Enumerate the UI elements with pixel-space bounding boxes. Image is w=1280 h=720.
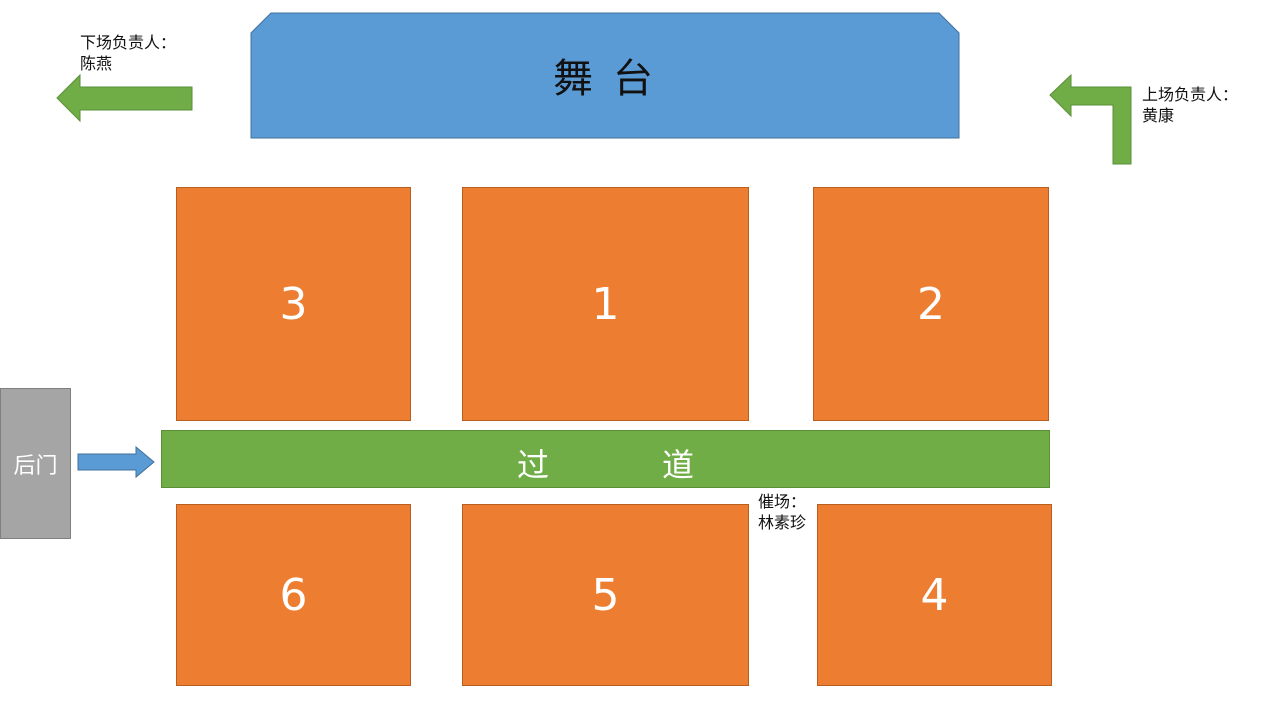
call-manager-title: 催场： (758, 492, 807, 511)
entry-manager-name: 黄康 (1142, 106, 1175, 125)
entry-manager-title: 上场负责人： (1142, 85, 1239, 104)
seat-block-6: 6 (176, 504, 411, 686)
entry-manager-label: 上场负责人： 黄康 (1142, 84, 1238, 126)
seat-block-1: 1 (462, 187, 749, 421)
stage-char-2: 台 (613, 56, 657, 102)
aisle-char-2: 道 (662, 446, 695, 484)
seat-block-2: 2 (813, 187, 1049, 421)
door-arrow (77, 446, 155, 479)
exit-manager-name: 陈燕 (80, 54, 113, 73)
seat-block-4: 4 (817, 504, 1052, 686)
stage-shape (250, 12, 960, 139)
exit-arrow (56, 74, 193, 123)
stage-label: 舞 台 (250, 12, 960, 138)
aisle: 过 道 (161, 430, 1050, 488)
seat-block-3: 3 (176, 187, 411, 421)
call-manager-label: 催场： 林素珍 (758, 491, 806, 533)
entry-arrow (1049, 74, 1132, 165)
exit-manager-label: 下场负责人： 陈燕 (80, 32, 176, 74)
back-door: 后门 (0, 388, 71, 539)
call-manager-name: 林素珍 (758, 513, 807, 532)
seat-block-5: 5 (462, 504, 749, 686)
exit-manager-title: 下场负责人： (80, 33, 177, 52)
aisle-char-1: 过 (517, 446, 550, 484)
stage-char-1: 舞 (553, 56, 597, 102)
